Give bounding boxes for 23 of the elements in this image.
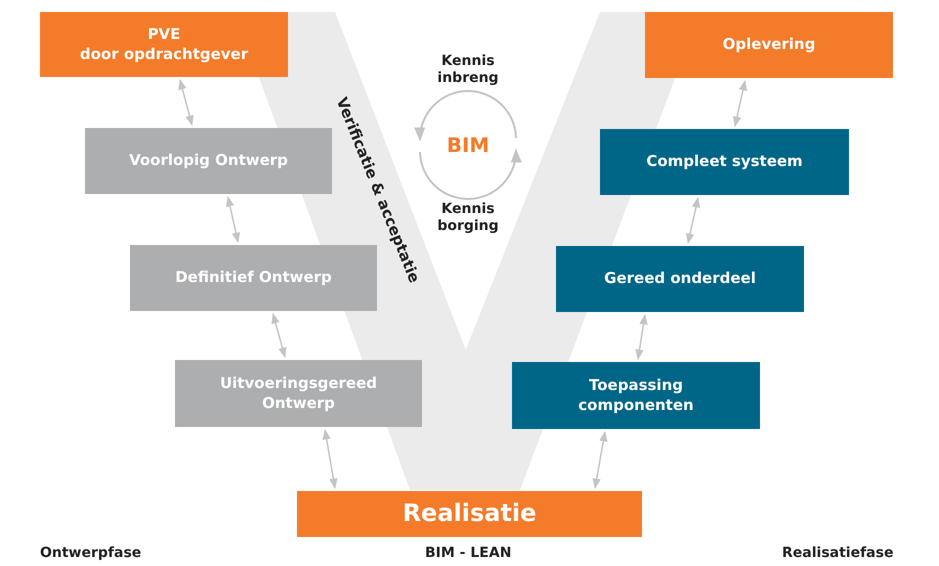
phase-box: Definitief Ontwerp [130,245,377,311]
double-arrow [178,78,194,126]
phase-caption: Realisatiefase [782,544,894,562]
phase-box: Compleet systeem [600,129,849,195]
phase-box: Toepassing componenten [512,362,760,429]
phase-box: Oplevering [645,12,893,78]
phase-box: Voorlopig Ontwerp [85,128,332,194]
phase-box: Realisatie [297,491,642,537]
phase-caption: Ontwerpfase [40,544,142,562]
double-arrow [226,196,240,244]
double-arrow [272,313,286,358]
cycle-note: Kennis borging [436,201,500,235]
double-arrow [686,196,700,244]
cycle-note: Kennis inbreng [436,53,500,87]
phase-box: Uitvoeringsgereed Ontwerp [175,360,422,427]
phase-box: PVE door opdrachtgever [40,12,288,77]
double-arrow [635,314,648,360]
phase-box: Gereed onderdeel [556,246,804,312]
cycle-label: BIM [428,122,508,168]
method-caption: BIM - LEAN [425,544,512,562]
double-arrow [732,80,748,128]
double-arrow [592,430,608,490]
double-arrow [322,428,338,490]
